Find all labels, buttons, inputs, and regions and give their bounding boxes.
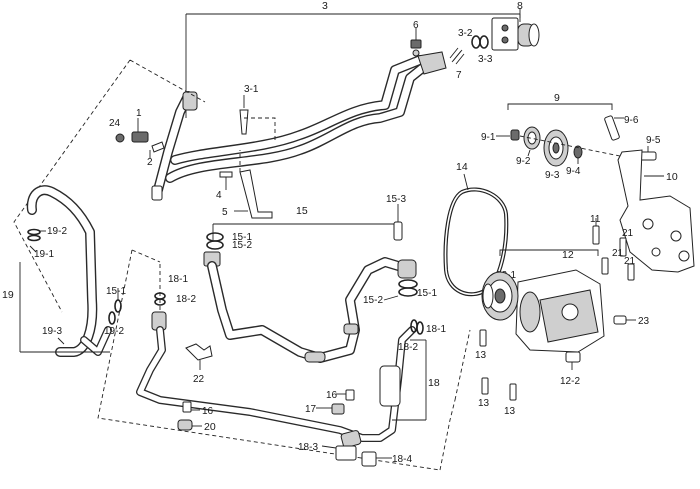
mounting-bracket-4-5: 4 5	[216, 150, 273, 219]
callout-19: 19	[2, 289, 14, 301]
valve-fitting-icon	[131, 131, 149, 143]
nut-icon	[410, 39, 422, 49]
callout-15-1: 15-1	[106, 286, 126, 297]
callout-9-3: 9-3	[545, 170, 560, 181]
callout-15-1b: 15-1	[417, 288, 437, 299]
callout-4: 4	[216, 190, 222, 201]
callout-19-2b: 19-2	[104, 326, 124, 337]
callout-15: 15	[296, 205, 308, 217]
callout-15-2b: 15-2	[363, 295, 383, 306]
callout-14: 14	[456, 161, 468, 173]
callout-18-2: 18-2	[176, 294, 196, 305]
callout-13b: 13	[478, 398, 490, 409]
o-ring-icon	[206, 232, 224, 242]
bolt-7-icon	[449, 47, 465, 65]
callout-23: 23	[638, 316, 650, 327]
callout-24: 24	[109, 118, 121, 129]
callout-12: 12	[562, 249, 574, 261]
switch-icon	[565, 351, 581, 363]
callout-6: 6	[413, 20, 419, 31]
callout-18: 18	[428, 377, 440, 389]
callout-16: 16	[202, 406, 214, 417]
hose-assembly-18: 18-1 18-2 18 18-1 18-2 18-3 18-4	[136, 264, 446, 467]
callout-13a: 13	[475, 350, 487, 361]
callout-18-1: 18-1	[168, 274, 188, 285]
small-hardware: 16 20 16 17 22	[177, 343, 355, 433]
callout-8: 8	[517, 0, 523, 12]
callout-3: 3	[322, 0, 328, 12]
callout-9-4: 9-4	[566, 166, 581, 177]
callout-3-1: 3-1	[244, 84, 259, 95]
service-valve-icon	[393, 221, 403, 241]
expansion-valve-icon	[491, 17, 540, 51]
hose-assembly-19: 19-2 19-1 19 19-3 15-1 19-2	[2, 59, 206, 357]
callout-18-2b: 18-2	[398, 342, 418, 353]
callout-19-3: 19-3	[42, 326, 62, 337]
callout-18-1b: 18-1	[426, 324, 446, 335]
group-3-bracket: 3	[185, 0, 521, 118]
compressor-assembly: 12 12-1 23 12-2	[481, 249, 650, 387]
callout-13c: 13	[504, 406, 516, 417]
clip-icon	[185, 343, 213, 361]
callout-15-3: 15-3	[386, 194, 406, 205]
bracket-bolts: 11 21 21 21	[590, 214, 636, 281]
callout-17: 17	[305, 404, 317, 415]
callout-9-5: 9-5	[646, 135, 661, 146]
callout-19-1: 19-1	[34, 249, 54, 260]
callout-18-4: 18-4	[392, 454, 412, 465]
callout-22: 22	[193, 374, 205, 385]
callout-1: 1	[136, 108, 142, 119]
bolt-icon	[604, 115, 620, 141]
callout-9-2: 9-2	[516, 156, 531, 167]
upper-suction-hose	[151, 51, 447, 201]
bracket-icon	[239, 169, 273, 219]
nut-icon	[115, 133, 125, 143]
compressor-bracket: 10	[617, 149, 695, 273]
expansion-valve-parts: 6 7 3-2 3-3 8	[410, 0, 540, 81]
callout-5: 5	[222, 207, 228, 218]
fitting-parts-1-2-24: 24 1 2	[109, 108, 165, 168]
callout-16b: 16	[326, 390, 338, 401]
hose-assembly-15: 15 15-1 15-2 15-3 15-1 15-2	[203, 194, 437, 363]
callout-9-6: 9-6	[624, 115, 639, 126]
clamp-3-1: 3-1	[239, 84, 276, 140]
bracket-icon	[617, 149, 695, 273]
callout-18-3: 18-3	[298, 442, 318, 453]
lower-dashed-outline	[97, 249, 471, 471]
hose-block-fitting-icon	[417, 51, 447, 75]
hose-fitting-icon	[182, 91, 198, 111]
callout-15-2: 15-2	[232, 240, 252, 251]
callout-21a: 21	[622, 228, 634, 239]
compressor-icon	[515, 269, 605, 353]
pulley-icon	[523, 126, 541, 150]
callout-15-1: 15-1	[232, 232, 252, 243]
callout-11: 11	[590, 214, 601, 225]
idler-pulley-icon	[543, 129, 569, 167]
compressor-bolts: 13 13 13	[475, 329, 517, 417]
callout-3-3: 3-3	[478, 54, 493, 65]
o-ring-icon	[471, 35, 481, 49]
drier-icon	[379, 365, 401, 407]
callout-19-2: 19-2	[47, 226, 67, 237]
callout-9: 9	[554, 92, 560, 104]
callout-2: 2	[147, 157, 153, 168]
callout-10: 10	[666, 171, 678, 183]
callout-12-2: 12-2	[560, 376, 580, 387]
callout-20: 20	[204, 421, 216, 433]
callout-7: 7	[456, 70, 462, 81]
callout-9-1: 9-1	[481, 132, 496, 143]
bolt-icon	[182, 401, 192, 413]
callout-21c: 21	[624, 256, 636, 267]
callout-3-2: 3-2	[458, 28, 473, 39]
callout-21b: 21	[612, 248, 624, 259]
clutch-pulley-icon	[481, 271, 519, 321]
screw-icon	[239, 109, 249, 135]
